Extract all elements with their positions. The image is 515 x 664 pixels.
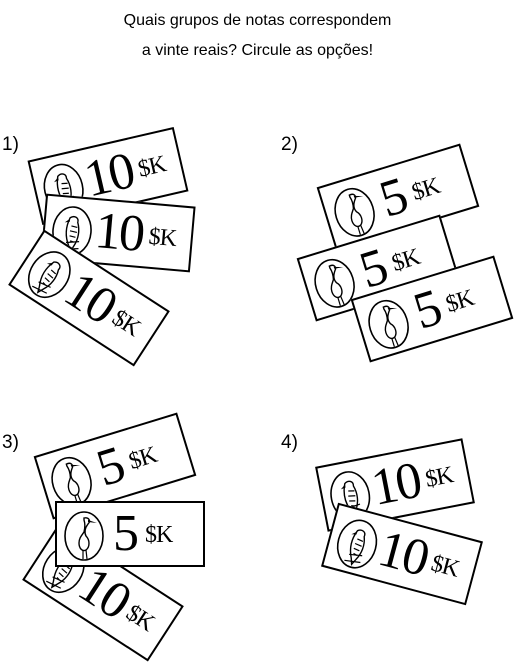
option-label-4: 4) bbox=[281, 432, 298, 453]
banknote-value: 10 bbox=[366, 451, 425, 517]
banknote-value: 5 bbox=[113, 505, 139, 562]
currency-symbol: $K bbox=[147, 223, 178, 253]
currency-symbol: $K bbox=[408, 173, 443, 207]
banknote-five: 5 $K bbox=[55, 501, 205, 567]
currency-symbol: $K bbox=[442, 285, 477, 319]
option-label-2: 2) bbox=[281, 134, 298, 155]
heron-icon bbox=[62, 509, 106, 563]
currency-symbol: $K bbox=[145, 522, 173, 548]
currency-symbol: $K bbox=[125, 442, 160, 476]
instructions-line-2: a vinte reais? Circule as opções! bbox=[141, 42, 374, 59]
instructions-line-1: Quais grupos de notas correspondem bbox=[123, 12, 392, 29]
currency-symbol: $K bbox=[388, 244, 423, 278]
banknote-value: 10 bbox=[92, 202, 146, 264]
banknote-ten: 10 $K bbox=[321, 502, 483, 606]
currency-symbol: $K bbox=[423, 462, 455, 493]
option-label-1: 1) bbox=[2, 134, 19, 155]
option-label-3: 3) bbox=[2, 432, 19, 453]
currency-symbol: $K bbox=[135, 151, 168, 183]
currency-symbol: $K bbox=[428, 550, 462, 583]
heron-icon bbox=[360, 292, 418, 357]
